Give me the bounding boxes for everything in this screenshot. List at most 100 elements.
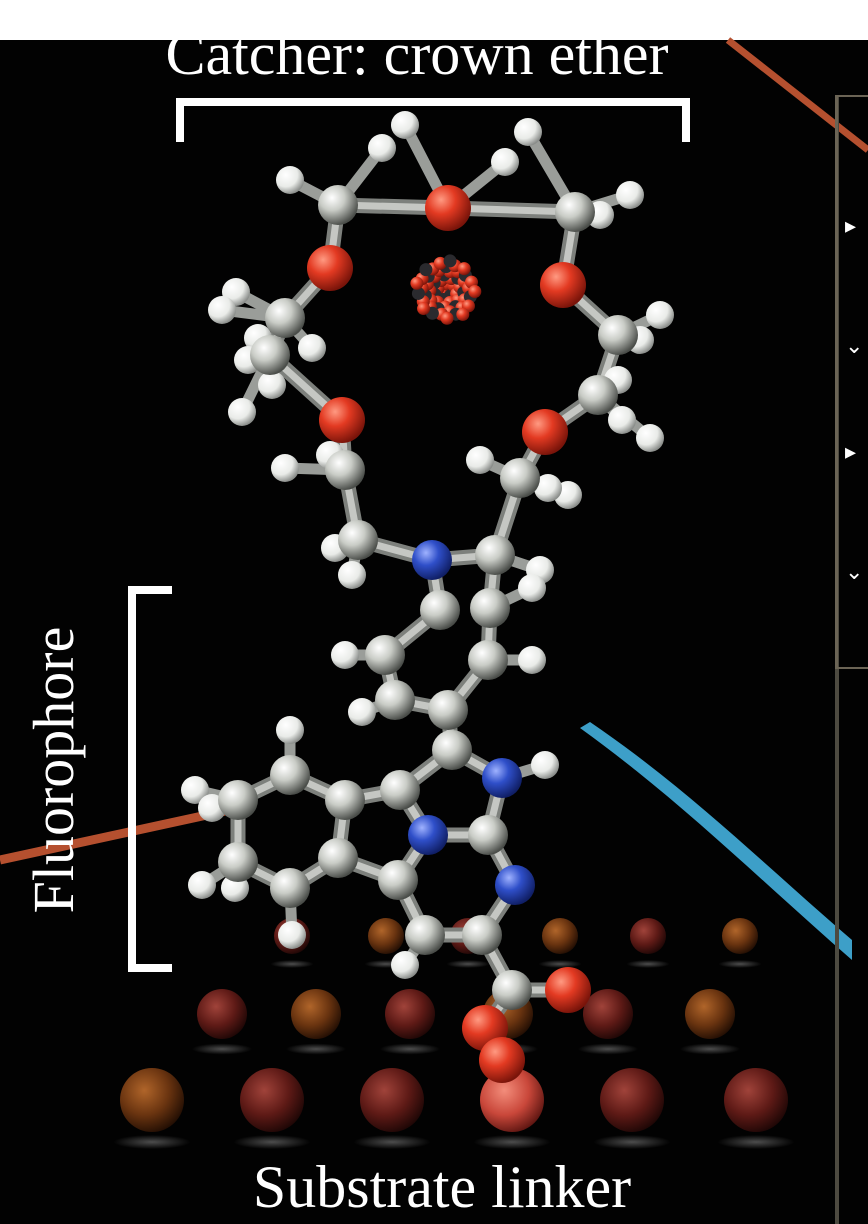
hydrogen-atom (228, 398, 256, 426)
oxygen-atom (522, 409, 568, 455)
hydrogen-atom (534, 474, 562, 502)
blue-arrow (580, 722, 852, 960)
fluorophore-label: Fluorophore (21, 626, 86, 914)
substrate-atom (240, 1068, 304, 1132)
nitrogen-atom (412, 540, 452, 580)
oxygen-atom (540, 262, 586, 308)
ion-particle (440, 311, 454, 325)
substrate-atom (368, 918, 404, 954)
hydrogen-atom (646, 301, 674, 329)
carbon-atom (475, 535, 515, 575)
substrate-shadow (233, 1134, 311, 1150)
carbon-atom (218, 780, 258, 820)
ion-particle (443, 254, 457, 268)
ion-particle (457, 262, 471, 276)
carbon-atom (270, 868, 310, 908)
substrate-atom (360, 1068, 424, 1132)
carbon-atom (500, 458, 540, 498)
carbon-atom (492, 970, 532, 1010)
hydrogen-atom (331, 641, 359, 669)
carbon-atom (250, 335, 290, 375)
hydrogen-atom (616, 181, 644, 209)
side-panel-frame (835, 95, 868, 669)
hydrogen-atom (298, 334, 326, 362)
oxygen-atom (545, 967, 591, 1013)
hydrogen-atom (608, 406, 636, 434)
substrate-shadow (446, 960, 490, 968)
hydrogen-atom (276, 716, 304, 744)
ion-particle (410, 276, 424, 290)
hydrogen-atom (276, 166, 304, 194)
ion-particle (433, 256, 447, 270)
oxygen-atom (425, 185, 471, 231)
substrate-shadow (717, 1134, 795, 1150)
hydrogen-atom (188, 871, 216, 899)
hydrogen-atom (208, 296, 236, 324)
nitrogen-atom (408, 815, 448, 855)
ion-particle (468, 284, 482, 298)
carbon-atom (578, 375, 618, 415)
carbon-atom (325, 450, 365, 490)
substrate-atom (630, 918, 666, 954)
ion-particle (417, 302, 431, 316)
substrate-shadow (578, 1043, 638, 1055)
substrate-atom (480, 1068, 544, 1132)
substrate-atom (120, 1068, 184, 1132)
hydrogen-atom (391, 951, 419, 979)
hydrogen-atom (636, 424, 664, 452)
hydrogen-atom (338, 561, 366, 589)
carbon-atom (365, 635, 405, 675)
carbon-atom (375, 680, 415, 720)
hydrogen-atom (258, 371, 286, 399)
substrate-shadow (680, 1043, 740, 1055)
substrate-atom (291, 989, 341, 1039)
substrate-atom (722, 918, 758, 954)
metal-ion-cluster (410, 254, 482, 325)
substrate-shadow (538, 960, 582, 968)
substrate-shadow (113, 1134, 191, 1150)
hydrogen-atom (348, 698, 376, 726)
hydrogen-atom (181, 776, 209, 804)
carbon-atom (218, 842, 258, 882)
substrate-atom (385, 989, 435, 1039)
ion-particle (456, 307, 470, 321)
carbon-atom (432, 730, 472, 770)
fluorophore-bracket (128, 586, 172, 972)
carbon-atom (598, 315, 638, 355)
oxygen-atom (479, 1037, 525, 1083)
carbon-atom (462, 915, 502, 955)
substrate-shadow (353, 1134, 431, 1150)
substrate-shadow (473, 1134, 551, 1150)
panel-triangle-icon: ▸ (845, 214, 857, 239)
substrate-shadow (380, 1043, 440, 1055)
carbon-atom (555, 192, 595, 232)
orange-arrow-top (725, 37, 868, 153)
carbon-atom (338, 520, 378, 560)
carbon-atom (428, 690, 468, 730)
carbon-atom (420, 590, 460, 630)
carbon-atom (468, 815, 508, 855)
nitrogen-atom (482, 758, 522, 798)
hydrogen-atom (531, 751, 559, 779)
catcher-bracket (176, 98, 690, 142)
panel-chevron-icon: ⌄ (845, 334, 864, 359)
ion-particle (411, 286, 425, 300)
catcher-label: Catcher: crown ether (165, 21, 669, 87)
substrate-atom (685, 989, 735, 1039)
substrate-linker-label: Substrate linker (252, 1154, 632, 1220)
carbon-atom (470, 588, 510, 628)
atoms (181, 111, 674, 1083)
carbon-atom (318, 838, 358, 878)
ion-particle (419, 263, 433, 277)
hydrogen-atom (368, 134, 396, 162)
substrate-shadow (593, 1134, 671, 1150)
substrate-atom (600, 1068, 664, 1132)
hydrogen-atom (278, 921, 306, 949)
panel-chevron-icon: ⌄ (845, 560, 864, 585)
substrate-shadow (192, 1043, 252, 1055)
hydrogen-atom (514, 118, 542, 146)
substrate-atom (724, 1068, 788, 1132)
hydrogen-atom (391, 111, 419, 139)
